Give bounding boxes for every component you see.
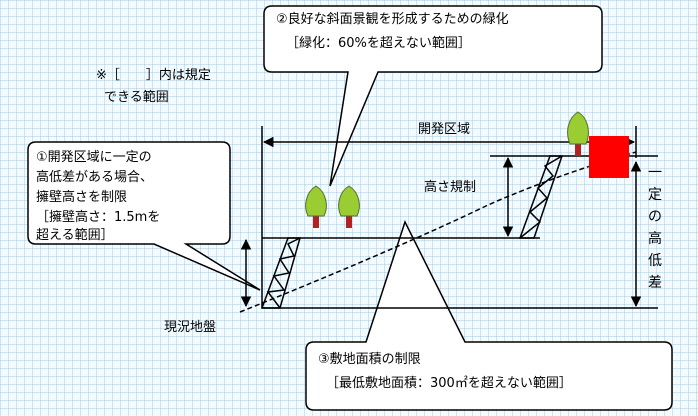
tree-icon: [305, 185, 327, 228]
tree-icon: [567, 111, 589, 156]
callout-area-range: ［最低敷地面積：300㎡を超えない範囲］: [326, 376, 572, 391]
callout-slope-range: ［緑化：60%を超えない範囲］: [286, 36, 471, 51]
building-block: [589, 136, 629, 178]
note-line2: できる範囲: [104, 90, 169, 105]
elevation-char: 定: [648, 187, 662, 203]
callout-retaining-line2: 高低差がある場合、: [36, 170, 154, 185]
callout-slope-title: ②良好な斜面景観を形成するための緑化: [276, 12, 509, 27]
elevation-char: 一: [648, 165, 662, 181]
height-reg-label: 高さ規制: [424, 180, 477, 195]
tree-icon: [338, 185, 360, 228]
retaining-wall-left: [260, 237, 301, 309]
callout-retaining-line5: 超える範囲］: [36, 228, 114, 243]
callout-retaining-line4: ［擁壁高さ：1.5mを: [36, 210, 161, 225]
retaining-wall-right: [518, 155, 564, 239]
elevation-char: 高: [648, 231, 662, 247]
note-line1: ※［ ］内は規定: [96, 68, 211, 83]
elevation-char: の: [648, 209, 662, 225]
callout-slope-box: [263, 5, 603, 187]
dev-area-label: 開発区域: [418, 122, 471, 137]
callout-area-box: [305, 220, 673, 411]
callout-retaining-line3: 擁壁高さを制限: [36, 190, 128, 205]
ground-label: 現況地盤: [164, 320, 217, 335]
callout-retaining-box: [27, 141, 261, 291]
callout-area-title: ③敷地面積の制限: [318, 352, 421, 367]
elevation-char: 差: [648, 275, 662, 291]
callout-retaining-line1: ①開発区域に一定の: [36, 150, 152, 165]
elevation-char: 低: [648, 253, 662, 269]
